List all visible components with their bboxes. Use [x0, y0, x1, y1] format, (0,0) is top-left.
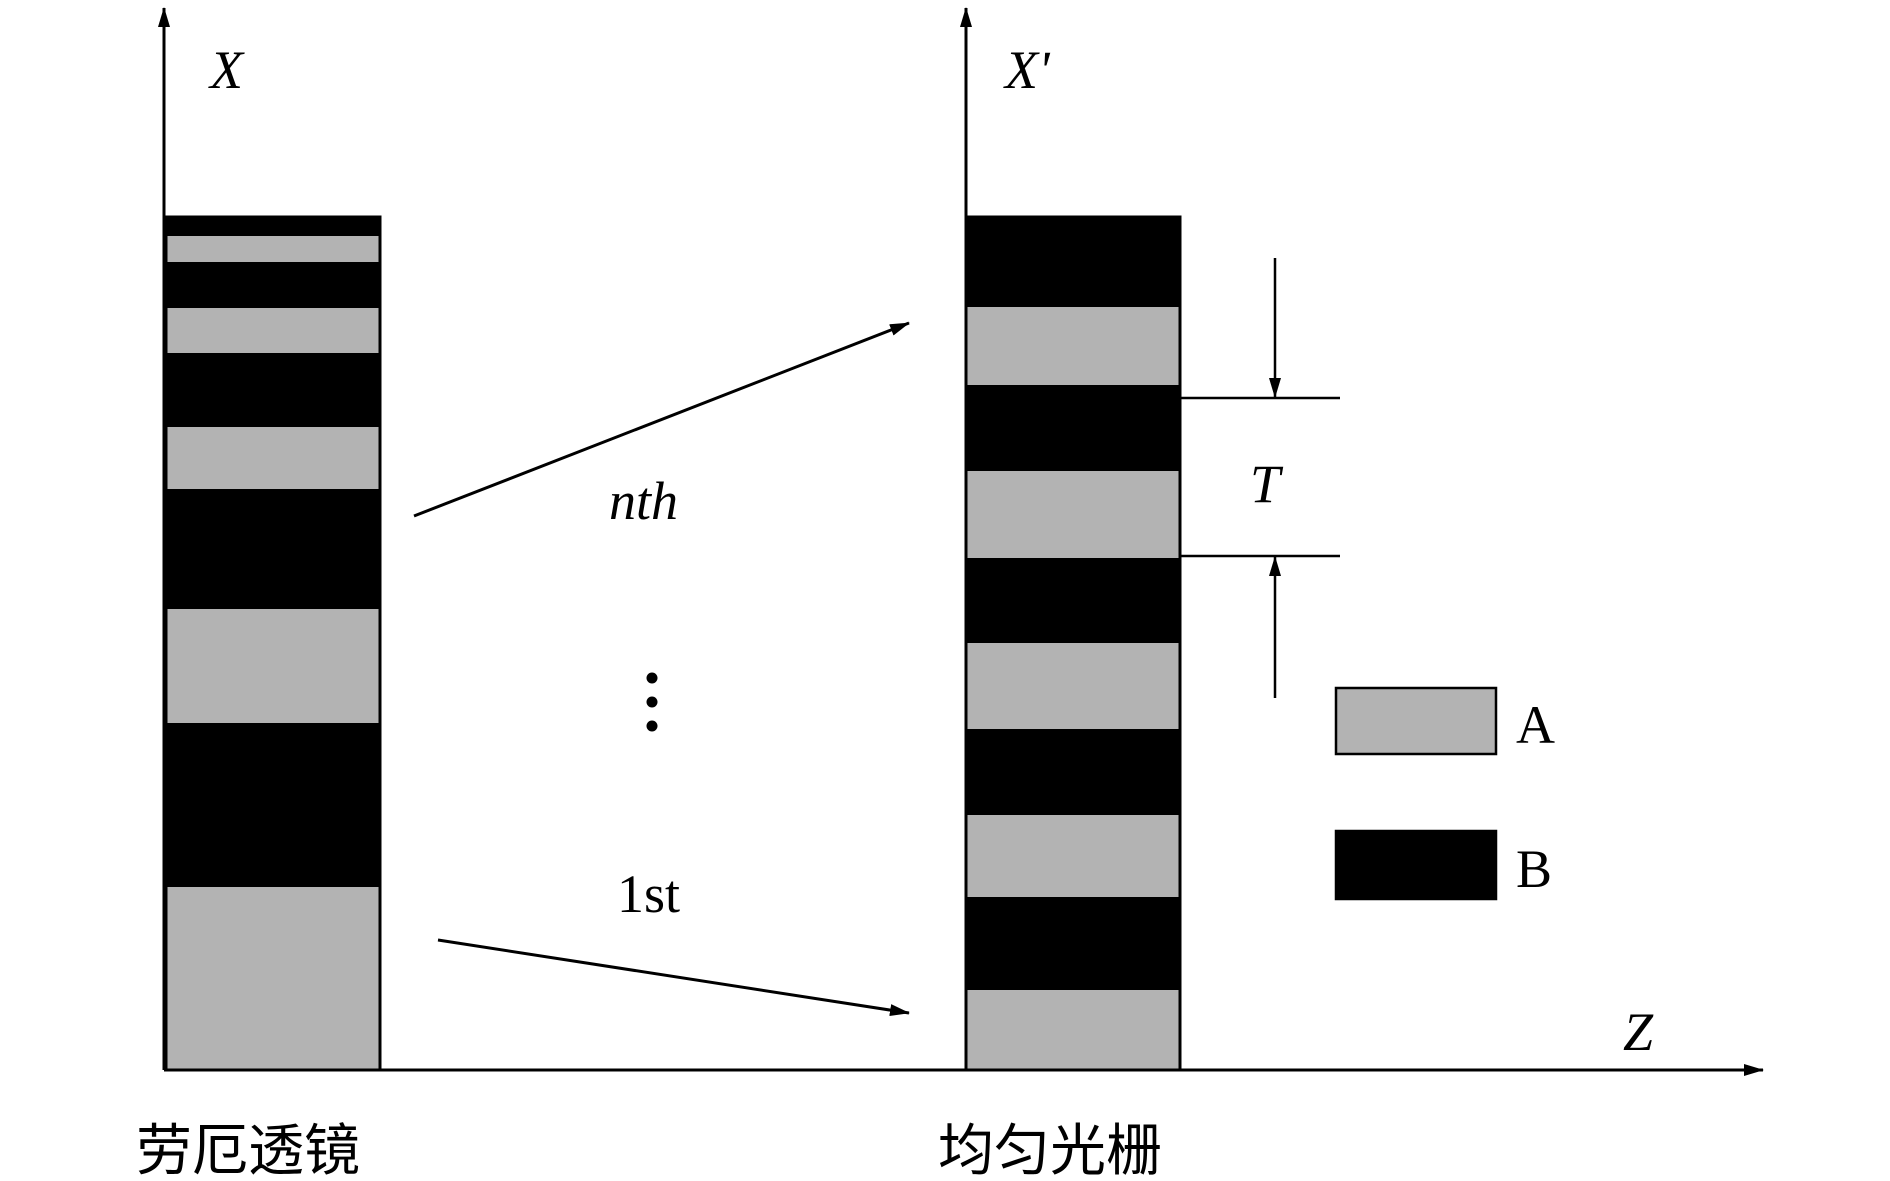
uniform-grating-layer-b — [966, 729, 1180, 815]
axis-label-x-prime: X' — [1003, 40, 1051, 100]
uniform-grating-layer-b — [966, 558, 1180, 643]
laue-lens-layer-a — [166, 427, 380, 489]
laue-lens-layer-b — [166, 262, 380, 308]
laue-lens-layer-a — [166, 609, 380, 723]
legend-swatch-a — [1334, 686, 1498, 756]
uniform-grating-column — [966, 217, 1180, 1070]
laue-lens-layer-b — [166, 723, 380, 887]
uniform-grating-layer-b — [966, 385, 1180, 471]
laue-lens-layer-b — [166, 353, 380, 427]
laue-lens-layer-b — [166, 217, 380, 236]
first-order-arrow — [437, 938, 910, 1017]
legend: A B — [1334, 686, 1555, 901]
legend-label-a: A — [1516, 695, 1555, 755]
uniform-grating-layer-a — [966, 643, 1180, 729]
laue-lens-layer-a — [166, 887, 380, 1070]
uniform-grating-layer-a — [966, 815, 1180, 897]
nth-order-arrow — [413, 321, 910, 518]
uniform-grating-caption: 均匀光栅 — [938, 1119, 1162, 1181]
legend-swatch-b — [1334, 829, 1498, 901]
uniform-grating-layer-a — [966, 471, 1180, 558]
uniform-grating-layer-a — [966, 990, 1180, 1070]
period-label: T — [1250, 454, 1284, 514]
laue-lens-caption: 劳厄透镜 — [136, 1119, 360, 1181]
first-order-label: 1st — [617, 864, 680, 924]
laue-lens-column — [166, 217, 380, 1070]
uniform-grating-layer-b — [966, 217, 1180, 307]
axis-label-x: X — [208, 40, 245, 100]
nth-order-label: nth — [609, 471, 678, 531]
ellipsis-dots — [646, 672, 658, 732]
uniform-grating-layer-a — [966, 307, 1180, 385]
laue-lens-layer-a — [166, 236, 380, 262]
legend-label-b: B — [1516, 839, 1552, 899]
axis-label-z: Z — [1623, 1002, 1654, 1062]
laue-lens-layer-b — [166, 489, 380, 609]
uniform-grating-layer-b — [966, 897, 1180, 990]
laue-lens-layer-a — [166, 308, 380, 353]
